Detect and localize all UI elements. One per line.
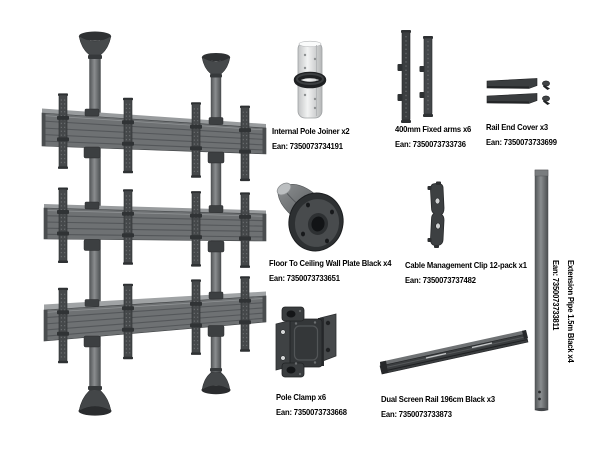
part-cable-clip: Cable Management Clip 12-pack x1 Ean: 73… (404, 178, 529, 298)
dual-screen-rail-illustration (379, 330, 529, 375)
ean-label: Ean: 7350073733811 (551, 260, 561, 331)
ean-label: Ean: 7350073733668 (276, 407, 347, 417)
part-name-label: 400mm Fixed arms x6 (395, 124, 472, 134)
ean-label: Ean: 7350073737482 (405, 275, 476, 285)
extension-pipe-label-block: Extension Pipe 1.5m Black x4 Ean: 735007… (548, 260, 578, 390)
part-pole-clamp: Pole Clamp x6 Ean: 7350073733668 (264, 298, 379, 424)
ean-label: Ean: 7350073733651 (269, 273, 340, 283)
internal-pole-joiner-illustration (293, 40, 327, 119)
part-name-label: Cable Management Clip 12-pack x1 (405, 260, 527, 270)
part-rail-end-cover: Rail End Cover x3 Ean: 7350073733699 (483, 70, 607, 158)
ean-label: Ean: 7350073734191 (272, 141, 343, 151)
ean-label: Ean: 7350073733873 (381, 409, 452, 419)
pole-clamp-illustration (275, 306, 337, 378)
screen-rail-bottom (43, 291, 267, 342)
clamp-collar-icon (281, 306, 305, 322)
assembly-pole-clamps (83, 108, 225, 348)
extension-pipe-illustration (534, 169, 549, 412)
part-name-label: Pole Clamp x6 (276, 392, 326, 402)
rail-end-cover-illustration (486, 78, 550, 105)
part-name-label: Dual Screen Rail 196cm Black x3 (381, 394, 495, 404)
part-name-label: Floor To Ceiling Wall Plate Black x4 (269, 258, 392, 268)
cable-clip-illustration (427, 181, 445, 248)
part-wall-plate: Floor To Ceiling Wall Plate Black x4 Ean… (265, 176, 400, 298)
ean-label: Ean: 7350073733699 (486, 137, 557, 147)
part-dual-screen-rail: Dual Screen Rail 196cm Black x3 Ean: 735… (376, 324, 536, 424)
screen-rail-middle (43, 204, 267, 242)
part-name-label: Rail End Cover x3 (486, 122, 548, 132)
thumbscrew-icon (542, 80, 550, 90)
part-name-label: Internal Pole Joiner x2 (272, 126, 350, 136)
mount-assembly-illustration (41, 31, 267, 416)
clamp-collar-icon (281, 362, 305, 378)
wall-plate-illustration (276, 182, 344, 252)
part-name-label: Extension Pipe 1.5m Black x4 (566, 260, 576, 363)
part-extension-pipe: Extension Pipe 1.5m Black x4 Ean: 735007… (530, 164, 610, 426)
screen-rail-top (41, 108, 267, 155)
ean-label: Ean: 7350073733736 (395, 139, 466, 149)
thumbscrew-icon (542, 95, 550, 105)
fixed-arms-illustration (397, 30, 433, 123)
part-internal-pole-joiner: Internal Pole Joiner x2 Ean: 73500737341… (270, 38, 390, 156)
part-fixed-arms: 400mm Fixed arms x6 Ean: 7350073733736 (393, 26, 508, 158)
